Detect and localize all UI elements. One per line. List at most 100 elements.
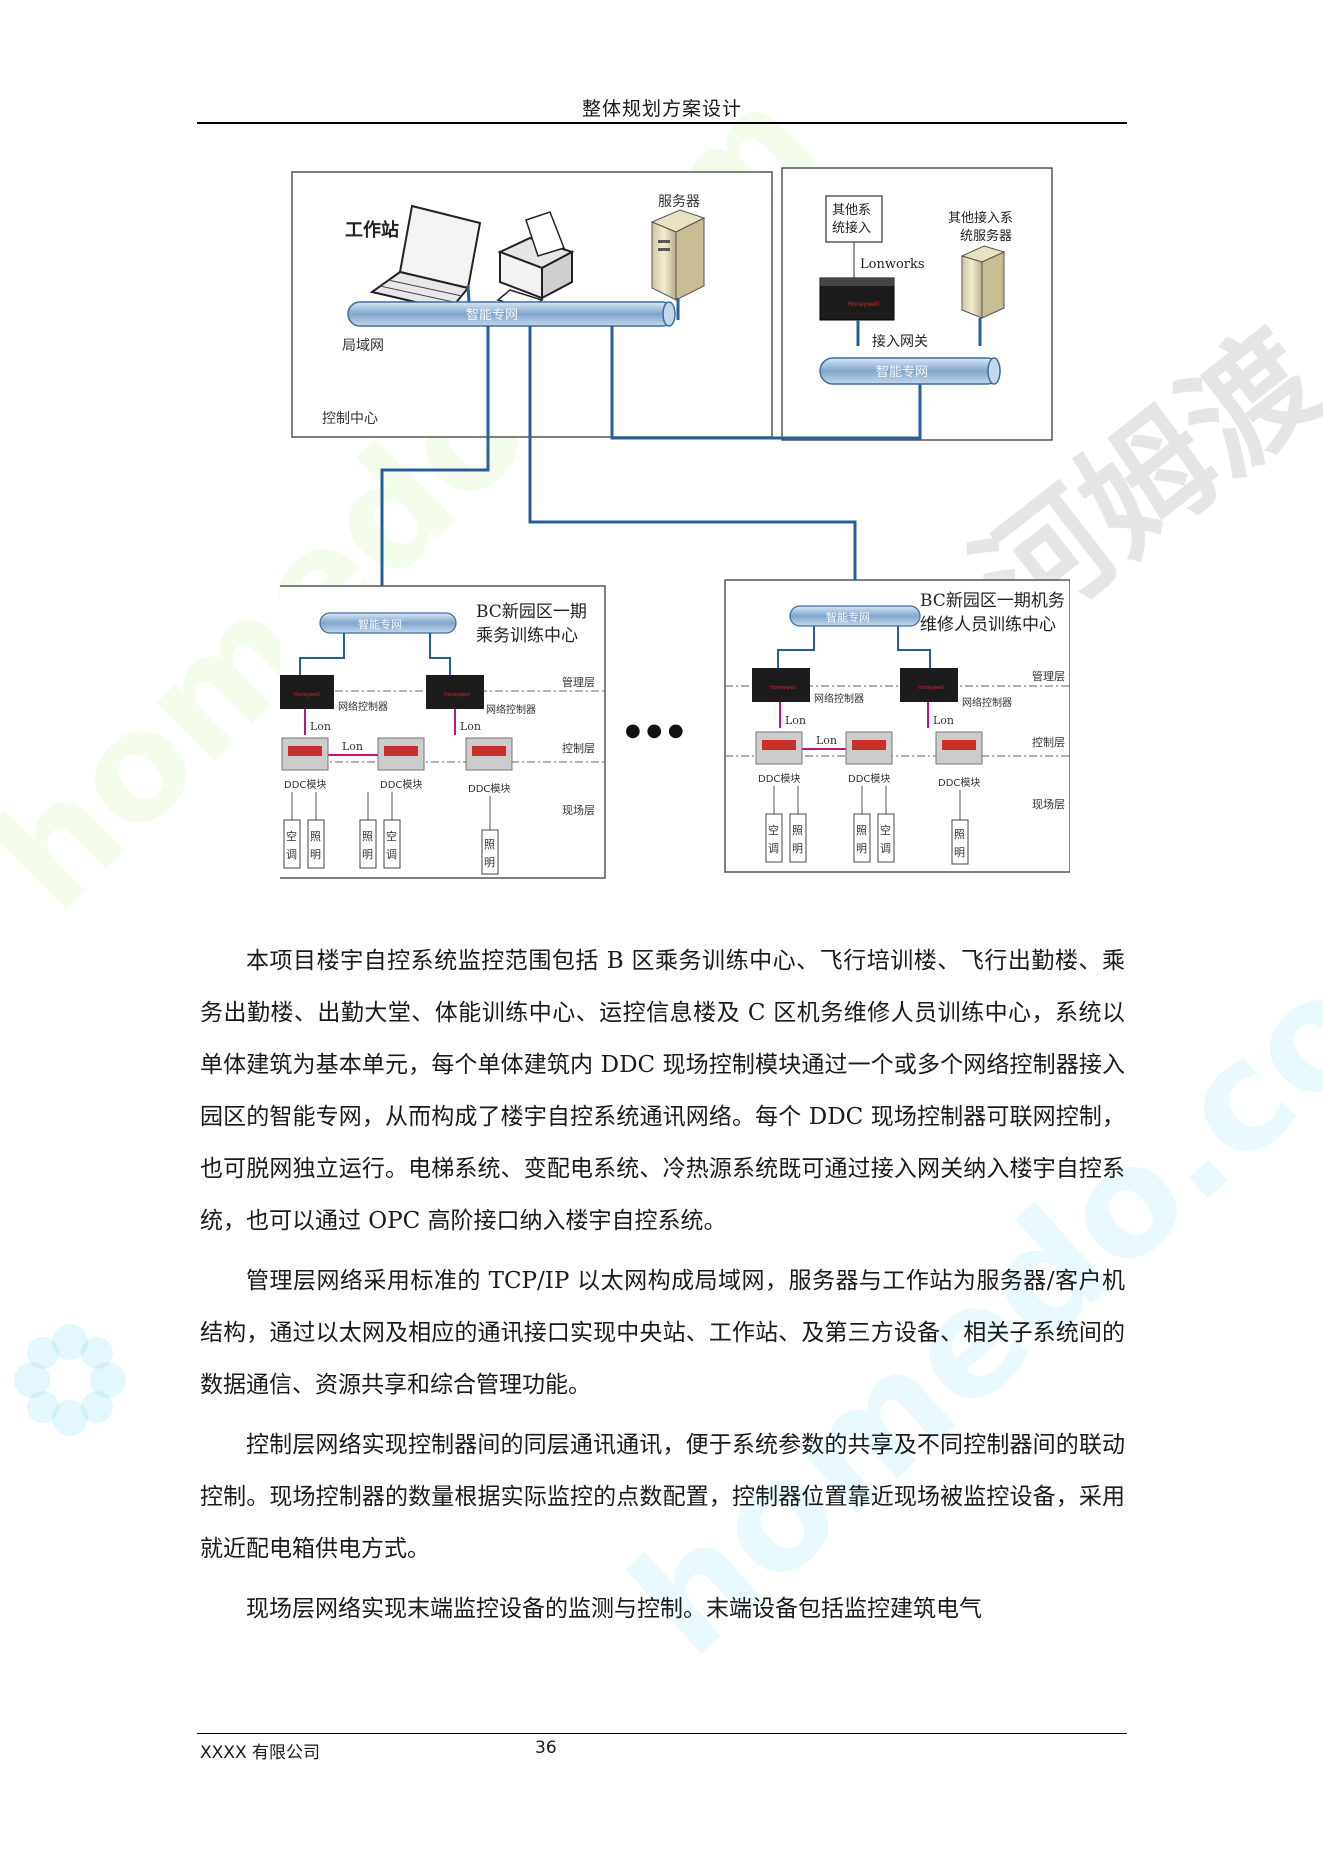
left-layer-field: 现场层 (562, 803, 595, 817)
laptop-icon (369, 204, 482, 312)
paragraph-2: 管理层网络采用标准的 TCP/IP 以太网构成局域网，服务器与工作站为服务器/客… (200, 1268, 1125, 1398)
page-header-title: 整体规划方案设计 (581, 98, 742, 120)
svg-text:空: 空 (286, 829, 297, 843)
right-device-4: 空 调 (877, 813, 895, 863)
left-lon-label-2: Lon (460, 720, 481, 733)
svg-text:空: 空 (880, 823, 891, 837)
printer-icon (496, 211, 575, 311)
left-ddc-module-2 (377, 737, 425, 771)
left-ddc-label-1: DDC模块 (284, 779, 326, 791)
svg-text:明: 明 (792, 842, 803, 855)
svg-text:Honeywell: Honeywell (848, 301, 879, 308)
paragraph-1: 本项目楼宇自控系统监控范围包括 B 区乘务训练中心、飞行培训楼、飞行出勤楼、乘务… (200, 948, 1125, 1234)
left-site-title-line1: BC新园区一期 (476, 602, 587, 622)
server-tower-icon (650, 209, 706, 301)
page-number: 36 (535, 1738, 557, 1758)
left-ddc-module-1 (281, 737, 329, 771)
right-ddc-module-3 (935, 731, 983, 765)
svg-text:照: 照 (954, 828, 965, 841)
left-controller-label-2: 网络控制器 (486, 703, 536, 716)
other-server-icon (960, 245, 1006, 319)
network-architecture-diagram: 工作站 服务器 局域网 控制中心 智能专网 其他系 统接入 其他接入系 统服务器 (280, 167, 1070, 879)
other-system-label-line2: 统接入 (832, 220, 871, 236)
svg-text:空: 空 (386, 829, 397, 843)
left-controller-label-1: 网络控制器 (338, 700, 388, 713)
svg-text:照: 照 (792, 824, 803, 837)
svg-text:明: 明 (856, 842, 867, 855)
paragraph-3: 控制层网络实现控制器间的同层通讯通讯，便于系统参数的共享及不同控制器间的联动控制… (200, 1432, 1125, 1562)
right-ddc-module-2 (845, 731, 893, 765)
paragraph-4: 现场层网络实现末端监控设备的监测与控制。末端设备包括监控建筑电气 (246, 1596, 982, 1622)
right-lon-label-1: Lon (785, 714, 806, 727)
svg-text:调: 调 (880, 842, 891, 855)
right-device-1: 空 调 (765, 813, 783, 863)
svg-text:照: 照 (362, 830, 373, 843)
right-network-controller-1: Honeywell (752, 668, 810, 702)
left-site-network-pipe (319, 612, 457, 634)
svg-text:照: 照 (484, 838, 495, 851)
left-lon-label-3: Lon (342, 740, 363, 753)
svg-text:调: 调 (768, 842, 779, 855)
svg-text:明: 明 (484, 856, 495, 869)
right-ddc-label-2: DDC模块 (848, 773, 890, 785)
left-site-network-label: 智能专网 (358, 617, 402, 631)
svg-text:空: 空 (768, 823, 779, 837)
right-site-network-label: 智能专网 (826, 610, 870, 624)
left-device-2: 照 明 (307, 819, 325, 869)
svg-text:调: 调 (286, 848, 297, 861)
left-network-controller-2: Honeywell (426, 675, 484, 709)
more-sites-ellipsis: ● ● ● (625, 720, 684, 741)
svg-text:明: 明 (310, 848, 321, 861)
right-site-network-pipe (789, 605, 921, 627)
right-lon-label-3: Lon (816, 734, 837, 747)
right-controller-label-1: 网络控制器 (814, 692, 864, 705)
other-system-box (825, 195, 883, 243)
main-smart-network-pipe (347, 301, 676, 327)
left-ddc-label-3: DDC模块 (468, 783, 510, 795)
watermark-flower-icon (14, 1324, 126, 1436)
workstation-label: 工作站 (345, 219, 399, 241)
left-ddc-label-2: DDC模块 (380, 779, 422, 791)
right-device-2: 照 明 (789, 813, 807, 863)
svg-text:Honeywell: Honeywell (770, 685, 796, 691)
other-system-label-line1: 其他系 (832, 203, 871, 218)
right-ddc-module-1 (755, 731, 803, 765)
right-network-controller-2: Honeywell (900, 668, 958, 702)
other-server-label-line2: 统服务器 (960, 228, 1012, 244)
other-server-label-line1: 其他接入系 (948, 210, 1013, 226)
gateway-label: 接入网关 (872, 333, 928, 350)
left-site-box (280, 585, 606, 879)
svg-text:照: 照 (856, 824, 867, 837)
svg-text:明: 明 (954, 846, 965, 859)
right-lon-label-2: Lon (933, 714, 954, 727)
control-center-label: 控制中心 (322, 411, 378, 427)
lonworks-label: Lonworks (860, 257, 925, 272)
gateway-device-icon: Honeywell (819, 277, 895, 321)
footer-divider (197, 1733, 1127, 1734)
left-layer-control: 控制层 (562, 741, 595, 755)
right-ddc-label-1: DDC模块 (758, 773, 800, 785)
right-layer-management: 管理层 (1032, 669, 1065, 683)
right-device-5: 照 明 (951, 819, 969, 865)
external-network-pipe (819, 357, 1001, 385)
right-layer-control: 控制层 (1032, 735, 1065, 749)
lan-label: 局域网 (342, 338, 384, 354)
right-site-title-line1: BC新园区一期机务 (920, 591, 1065, 611)
right-device-3: 照 明 (853, 813, 871, 863)
left-site-title-line2: 乘务训练中心 (476, 626, 578, 646)
external-network-label: 智能专网 (876, 365, 928, 380)
right-ddc-label-3: DDC模块 (938, 777, 980, 789)
header-divider (197, 122, 1127, 124)
server-label: 服务器 (658, 194, 700, 210)
left-layer-management: 管理层 (562, 675, 595, 689)
svg-text:Honeywell: Honeywell (918, 685, 944, 691)
main-network-label: 智能专网 (466, 308, 518, 323)
left-device-4: 空 调 (383, 819, 401, 869)
left-ddc-module-3 (465, 737, 513, 771)
right-layer-field: 现场层 (1032, 797, 1065, 811)
svg-text:Honeywell: Honeywell (294, 692, 320, 698)
footer-company: XXXX 有限公司 (200, 1743, 320, 1763)
body-text: 本项目楼宇自控系统监控范围包括 B 区乘务训练中心、飞行培训楼、飞行出勤楼、乘务… (200, 935, 1125, 1643)
left-device-5: 照 明 (481, 829, 499, 875)
svg-text:调: 调 (386, 848, 397, 861)
